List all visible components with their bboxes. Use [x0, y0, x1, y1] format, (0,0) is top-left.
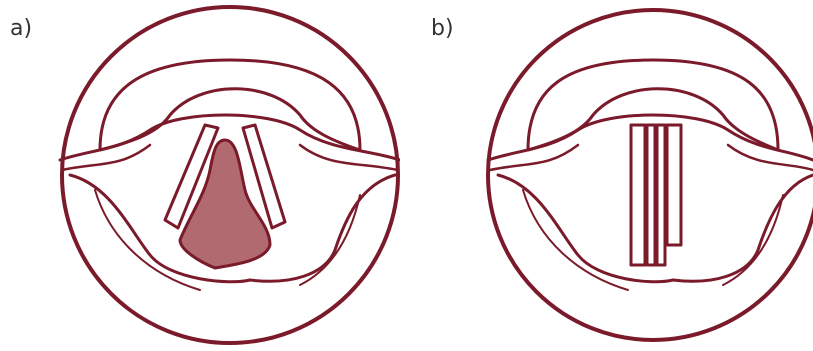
glottis-opening [180, 140, 270, 268]
vocal-fold-right [667, 125, 681, 245]
vocal-fold-center-right [657, 125, 665, 265]
upper-band [488, 115, 813, 160]
panel-label-b: b) [431, 16, 454, 41]
larynx-diagram-open [0, 0, 400, 351]
vocal-fold-center-left [647, 125, 655, 265]
larynx-diagram-closed [413, 0, 813, 351]
diagram-panel-a: a) [0, 0, 400, 351]
vocal-fold-left [631, 125, 645, 265]
diagram-panel-b: b) [413, 0, 813, 351]
panel-label-a: a) [10, 16, 32, 41]
